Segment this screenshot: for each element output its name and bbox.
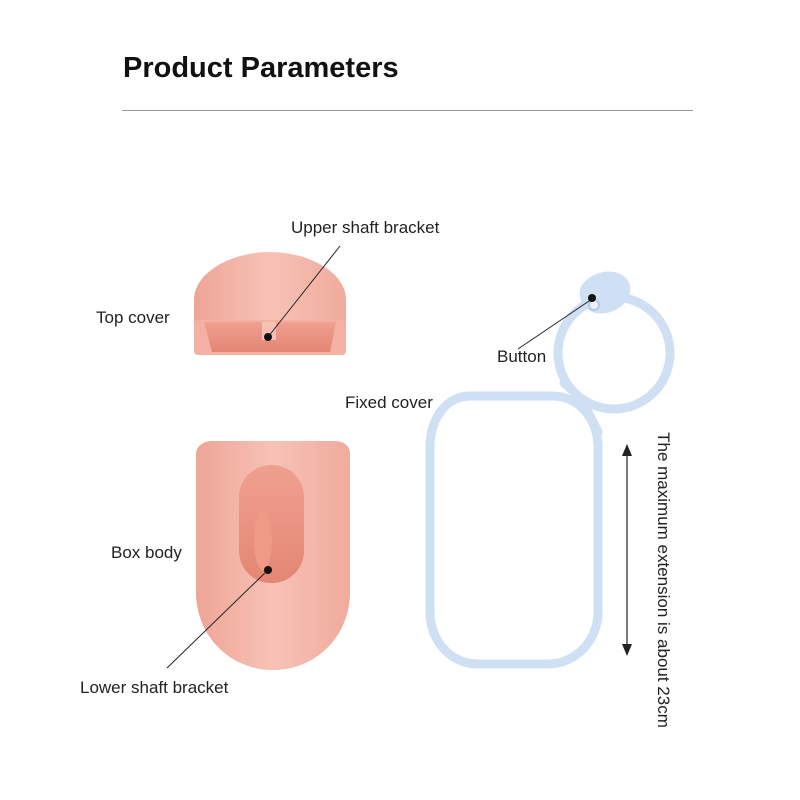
label-lower-shaft-bracket: Lower shaft bracket xyxy=(80,678,229,697)
label-upper-shaft-bracket: Upper shaft bracket xyxy=(291,218,440,237)
leader-lines xyxy=(166,245,593,669)
label-max-extension: The maximum extension is about 23cm xyxy=(654,432,673,728)
upper-shaft-dot xyxy=(264,333,272,341)
lower-shaft-dot xyxy=(264,566,272,574)
box-body xyxy=(196,441,350,670)
label-button: Button xyxy=(497,347,547,366)
label-fixed-cover: Fixed cover xyxy=(345,393,433,412)
label-box-body: Box body xyxy=(111,543,182,562)
title-divider xyxy=(122,110,693,111)
button-dot xyxy=(588,294,596,302)
label-top-cover: Top cover xyxy=(96,308,170,327)
page-title: Product Parameters xyxy=(123,52,399,84)
extension-arrow xyxy=(622,444,632,656)
strap xyxy=(425,271,675,669)
